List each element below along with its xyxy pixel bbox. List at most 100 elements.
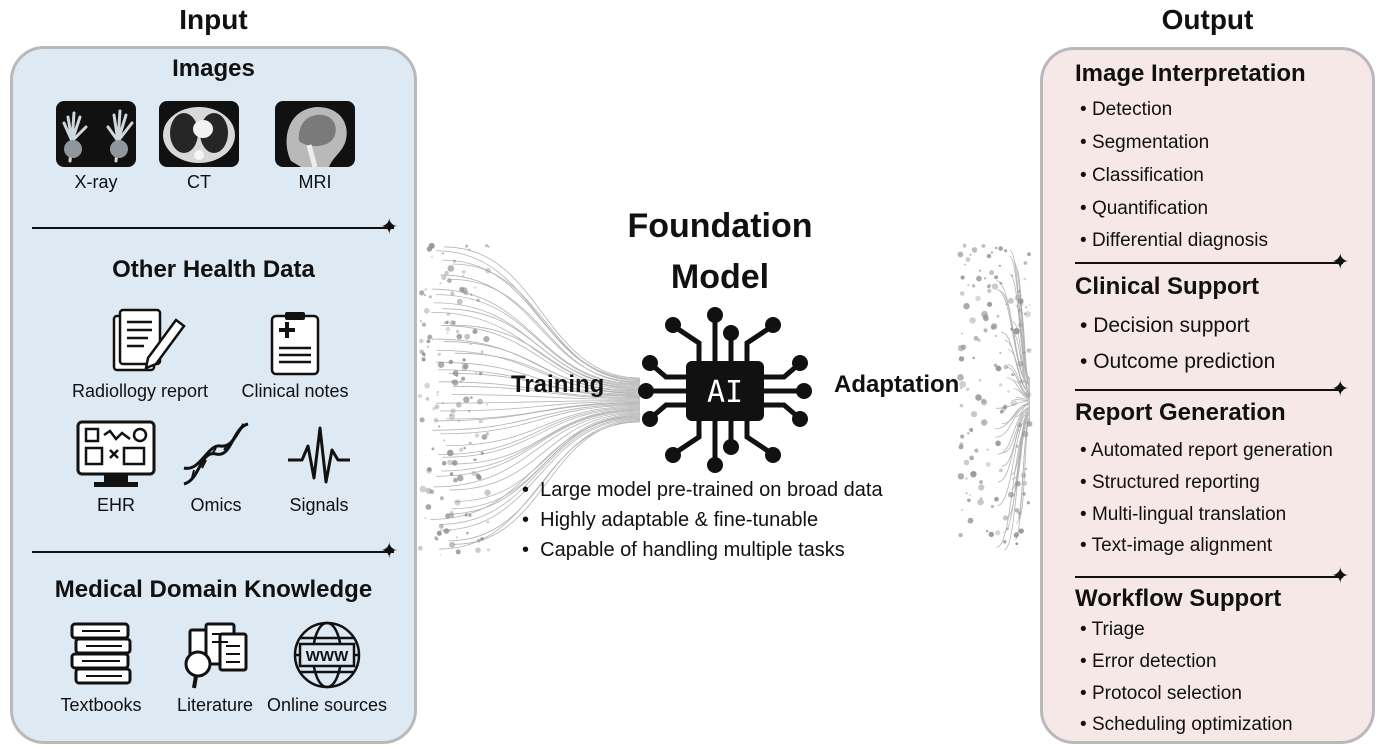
flow-line [451, 263, 641, 382]
flow-line [1014, 399, 1031, 401]
flow-dot [995, 246, 998, 250]
xray-label: X-ray [74, 172, 118, 192]
flow-dot [450, 291, 455, 296]
clinical-notes-label: Clinical notes [241, 381, 349, 401]
flow-dot [957, 251, 964, 258]
flow-line [438, 421, 641, 550]
flow-dot [969, 253, 972, 256]
output-item: • Error detection [1080, 651, 1217, 672]
flow-dot [978, 378, 982, 382]
flow-dot [1003, 364, 1009, 370]
flow-dot [986, 448, 989, 451]
flow-dot [1005, 303, 1008, 306]
flow-dot [957, 344, 965, 352]
flow-dot [449, 472, 454, 476]
flow-dot [452, 379, 459, 386]
flow-line [439, 418, 641, 531]
flow-dot [424, 517, 427, 520]
flow-dot [963, 303, 970, 310]
flow-line [995, 404, 1031, 430]
flow-dot [981, 419, 988, 426]
health-data-title: Other Health Data [112, 256, 315, 283]
flow-dot [486, 548, 490, 552]
flow-dot [998, 383, 1003, 387]
flow-line [437, 349, 641, 394]
flow-dot [457, 474, 464, 482]
flow-dot [434, 404, 440, 410]
flow-dot [439, 496, 444, 501]
flow-dot [969, 455, 974, 461]
flow-dot [475, 474, 482, 480]
flow-dot [987, 301, 993, 307]
flow-dot [484, 489, 491, 496]
flow-dot [975, 394, 982, 401]
flow-dot [421, 322, 427, 327]
clinical-support-title: Clinical Support [1075, 273, 1260, 300]
textbooks-label: Textbooks [60, 695, 142, 715]
clipboard-icon [270, 312, 320, 376]
flow-line [996, 420, 1031, 548]
flow-dot [425, 504, 432, 510]
flow-dot [1023, 261, 1028, 265]
flow-dot [480, 350, 484, 354]
flow-dot [957, 473, 965, 480]
flow-dot [472, 329, 478, 334]
flow-line [1006, 366, 1031, 396]
flow-dot [439, 524, 444, 529]
flow-dot [433, 417, 439, 423]
dna-icon [183, 422, 249, 486]
flow-dot [476, 298, 480, 302]
flow-dot [959, 403, 964, 408]
flow-dot [971, 284, 976, 288]
flow-dot [979, 480, 983, 485]
flow-dot [975, 295, 981, 302]
flow-dot [959, 442, 964, 447]
flow-dot [417, 545, 423, 551]
flow-dot [449, 510, 454, 515]
flow-dot [1019, 294, 1022, 297]
center-bullet-2: • Highly adaptable & fine-tunable [522, 509, 819, 531]
flow-dot [469, 396, 473, 399]
flow-dot [471, 470, 477, 476]
flow-line [442, 407, 641, 458]
flow-dot [1014, 531, 1020, 537]
flow-dot [450, 408, 456, 414]
flow-dot [432, 338, 434, 341]
flow-dot [464, 513, 468, 516]
www-globe-icon: WWW [293, 621, 361, 689]
flow-dot [426, 246, 433, 252]
flow-dot [958, 356, 965, 362]
waveform-icon [288, 426, 350, 484]
flow-dot [990, 325, 995, 330]
flow-dot [1001, 407, 1006, 412]
flow-line [1007, 364, 1031, 396]
flow-dot [963, 459, 970, 466]
flow-dot [1024, 306, 1028, 309]
flow-dot [996, 314, 1000, 318]
flow-dot [978, 484, 985, 491]
flow-line [1006, 416, 1031, 519]
output-title: Output [1161, 4, 1254, 35]
sparkle-icon: ✦ [380, 214, 399, 239]
flow-dot [475, 371, 478, 374]
flow-dot [998, 264, 1001, 267]
flow-line [440, 409, 641, 472]
flow-dot [1022, 351, 1026, 354]
flow-dot [1024, 467, 1028, 470]
flow-dot [434, 536, 438, 540]
flow-dot [1006, 527, 1009, 531]
flow-line [1013, 388, 1031, 399]
flow-dot [1010, 327, 1014, 331]
flow-dot [436, 393, 439, 396]
flow-line [454, 324, 641, 390]
flow-dot [419, 290, 425, 296]
flow-dot [465, 244, 469, 248]
foundation-title-line1: Foundation [627, 207, 813, 245]
output-item: • Quantification [1080, 198, 1209, 219]
flow-line [442, 308, 641, 388]
flow-dot [965, 477, 968, 480]
flow-line [1012, 321, 1031, 390]
mri-label: MRI [298, 172, 332, 192]
output-item: • Protocol selection [1080, 683, 1242, 704]
chip-label: AI [707, 375, 743, 410]
